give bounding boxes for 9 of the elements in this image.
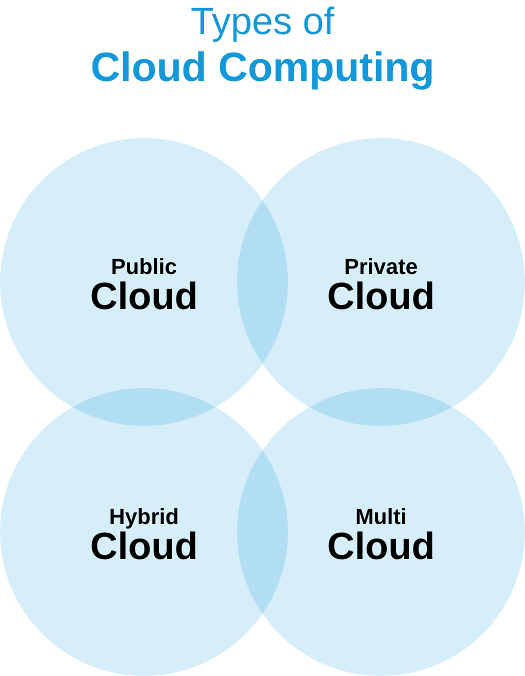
diagram-title: Types of Cloud Computing xyxy=(90,0,434,90)
node-subtitle: Private xyxy=(344,255,418,279)
node-subtitle: Multi xyxy=(355,505,407,529)
node-label: Cloud xyxy=(90,529,198,565)
node-label: Cloud xyxy=(90,279,198,315)
node-label: Cloud xyxy=(327,529,435,565)
node-subtitle: Hybrid xyxy=(109,505,179,529)
node-subtitle: Public xyxy=(110,255,177,279)
node-label: Cloud xyxy=(327,279,435,315)
